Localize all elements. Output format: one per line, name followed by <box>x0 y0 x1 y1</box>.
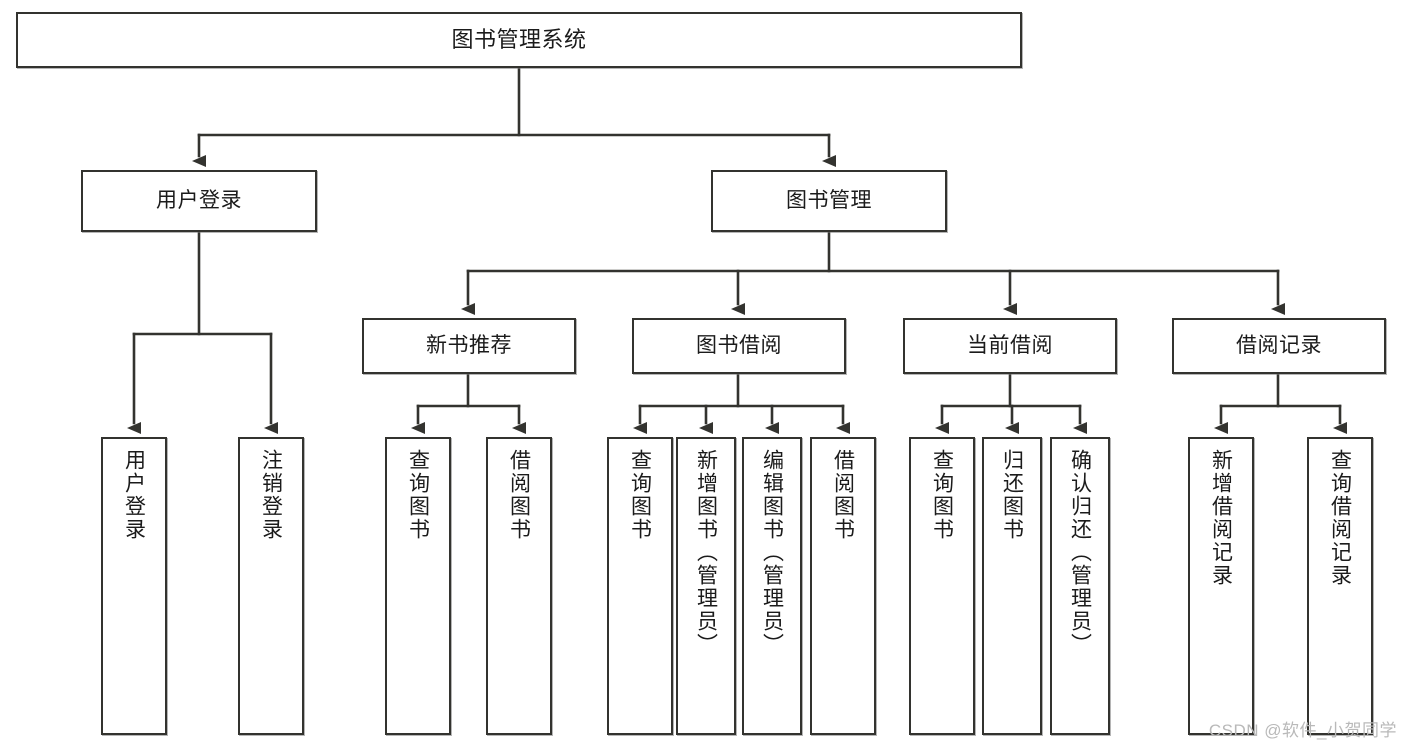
node-book-manage-label: 图书管理 <box>786 188 872 212</box>
node-leaf-query-book-2[interactable]: 查询图书 <box>607 437 673 735</box>
node-leaf-user-login[interactable]: 用户登录 <box>101 437 167 735</box>
node-leaf-confirm-return-label: 确认归还（管理员） <box>1068 449 1092 656</box>
node-leaf-return-book[interactable]: 归还图书 <box>982 437 1042 735</box>
node-leaf-query-book-3[interactable]: 查询图书 <box>909 437 975 735</box>
node-borrow-record-label: 借阅记录 <box>1236 333 1322 357</box>
node-root-label: 图书管理系统 <box>451 27 587 53</box>
node-leaf-borrow-book-1-label: 借阅图书 <box>507 449 531 541</box>
node-leaf-edit-book[interactable]: 编辑图书（管理员） <box>742 437 802 735</box>
node-user-login-label: 用户登录 <box>156 188 242 212</box>
node-leaf-return-book-label: 归还图书 <box>1000 449 1024 541</box>
node-leaf-add-book[interactable]: 新增图书（管理员） <box>676 437 736 735</box>
node-leaf-query-book-3-label: 查询图书 <box>930 449 954 541</box>
node-new-book-rec-label: 新书推荐 <box>426 333 512 357</box>
node-current-borrow-label: 当前借阅 <box>967 333 1053 357</box>
node-leaf-user-logout[interactable]: 注销登录 <box>238 437 304 735</box>
node-leaf-confirm-return[interactable]: 确认归还（管理员） <box>1050 437 1110 735</box>
node-root[interactable]: 图书管理系统 <box>16 12 1022 68</box>
node-user-login[interactable]: 用户登录 <box>81 170 317 232</box>
node-leaf-add-record-label: 新增借阅记录 <box>1209 449 1233 587</box>
node-book-manage[interactable]: 图书管理 <box>711 170 947 232</box>
node-leaf-edit-book-label: 编辑图书（管理员） <box>760 449 784 656</box>
node-leaf-add-record[interactable]: 新增借阅记录 <box>1188 437 1254 735</box>
node-new-book-rec[interactable]: 新书推荐 <box>362 318 576 374</box>
node-leaf-user-logout-label: 注销登录 <box>259 449 283 541</box>
node-leaf-borrow-book-2-label: 借阅图书 <box>831 449 855 541</box>
node-leaf-query-book-1[interactable]: 查询图书 <box>385 437 451 735</box>
node-leaf-query-record-label: 查询借阅记录 <box>1328 449 1352 587</box>
node-leaf-query-book-2-label: 查询图书 <box>628 449 652 541</box>
node-leaf-add-book-label: 新增图书（管理员） <box>694 449 718 656</box>
node-borrow-record[interactable]: 借阅记录 <box>1172 318 1386 374</box>
node-book-borrow[interactable]: 图书借阅 <box>632 318 846 374</box>
node-leaf-borrow-book-2[interactable]: 借阅图书 <box>810 437 876 735</box>
node-leaf-borrow-book-1[interactable]: 借阅图书 <box>486 437 552 735</box>
csdn-watermark: CSDN @软件_小贺同学 <box>1208 721 1397 740</box>
node-leaf-query-record[interactable]: 查询借阅记录 <box>1307 437 1373 735</box>
node-leaf-user-login-label: 用户登录 <box>122 449 146 541</box>
node-book-borrow-label: 图书借阅 <box>696 333 782 357</box>
node-current-borrow[interactable]: 当前借阅 <box>903 318 1117 374</box>
node-leaf-query-book-1-label: 查询图书 <box>406 449 430 541</box>
